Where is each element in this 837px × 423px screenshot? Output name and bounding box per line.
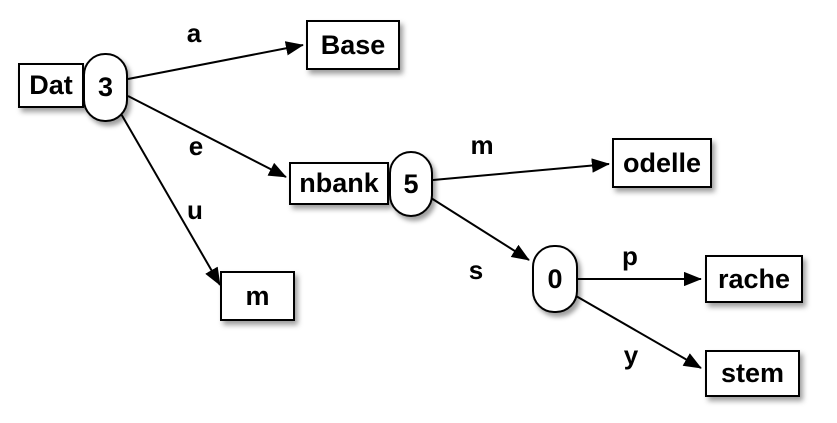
node-label-odelle: odelle: [622, 147, 702, 178]
edge-label-m: m: [470, 130, 494, 160]
node-label-m: m: [245, 280, 270, 311]
edge-y-to-stem: [575, 295, 702, 369]
count-node-3: 3: [83, 53, 128, 122]
node-box-base: Base: [306, 20, 400, 70]
edge-label-a: a: [186, 18, 202, 48]
node-label-stem: stem: [720, 358, 785, 388]
count-label-0: 0: [547, 263, 563, 294]
node-label-base: Base: [320, 29, 386, 60]
edge-label-e: e: [188, 131, 204, 161]
edge-label-y: y: [623, 340, 639, 370]
node-box-odelle: odelle: [612, 138, 712, 188]
count-node-0: 0: [532, 245, 578, 313]
edge-e-to-nbank: [127, 95, 287, 178]
count-label-3: 3: [97, 72, 114, 102]
edge-label-u: u: [187, 195, 203, 225]
node-label-rache: rache: [717, 263, 791, 294]
edge-label-s: s: [468, 255, 484, 285]
node-box-stem: stem: [705, 350, 800, 397]
edge-m-to-odelle: [432, 158, 610, 181]
node-label-nbank: nbank: [299, 168, 379, 198]
node-box-m: m: [220, 271, 295, 321]
edge-s-to-count0: [430, 197, 530, 261]
edge-u-to-m: [119, 111, 221, 286]
count-node-5: 5: [389, 151, 433, 217]
node-box-rache: rache: [705, 255, 803, 303]
node-box-nbank: nbank: [289, 162, 389, 205]
edge-label-p: p: [622, 241, 638, 271]
count-label-5: 5: [403, 168, 419, 199]
node-box-dat: Dat: [18, 63, 84, 108]
edge-a-to-base: [127, 41, 304, 80]
node-label-dat: Dat: [29, 70, 73, 100]
